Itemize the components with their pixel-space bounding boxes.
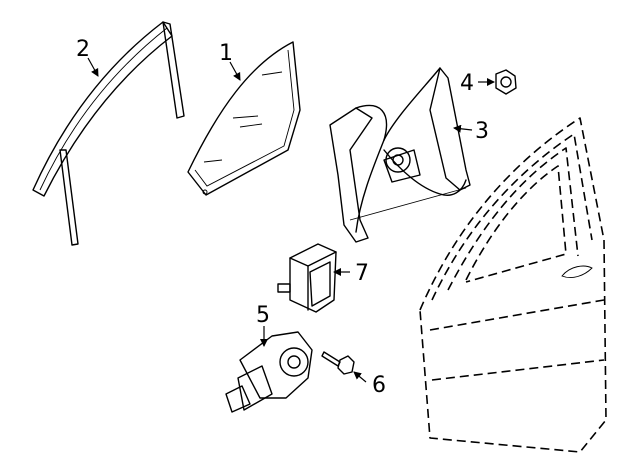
callout-labels: 1 2 3 4 5 6 7 [76, 37, 489, 398]
callout-7: 7 [355, 261, 369, 286]
window-glass [187, 41, 301, 196]
callout-1: 1 [219, 41, 233, 66]
leader-lines [87, 57, 495, 383]
callout-4: 4 [460, 71, 474, 96]
bolt [321, 351, 355, 375]
callout-6: 6 [372, 373, 386, 398]
window-regulator [329, 67, 471, 243]
glass-run-channel [32, 21, 185, 246]
callout-3: 3 [475, 119, 489, 144]
nut [495, 69, 517, 95]
door-outline [419, 117, 607, 453]
callout-5: 5 [256, 303, 270, 328]
control-module [277, 243, 337, 313]
callout-2: 2 [76, 37, 90, 62]
window-motor [225, 331, 313, 413]
